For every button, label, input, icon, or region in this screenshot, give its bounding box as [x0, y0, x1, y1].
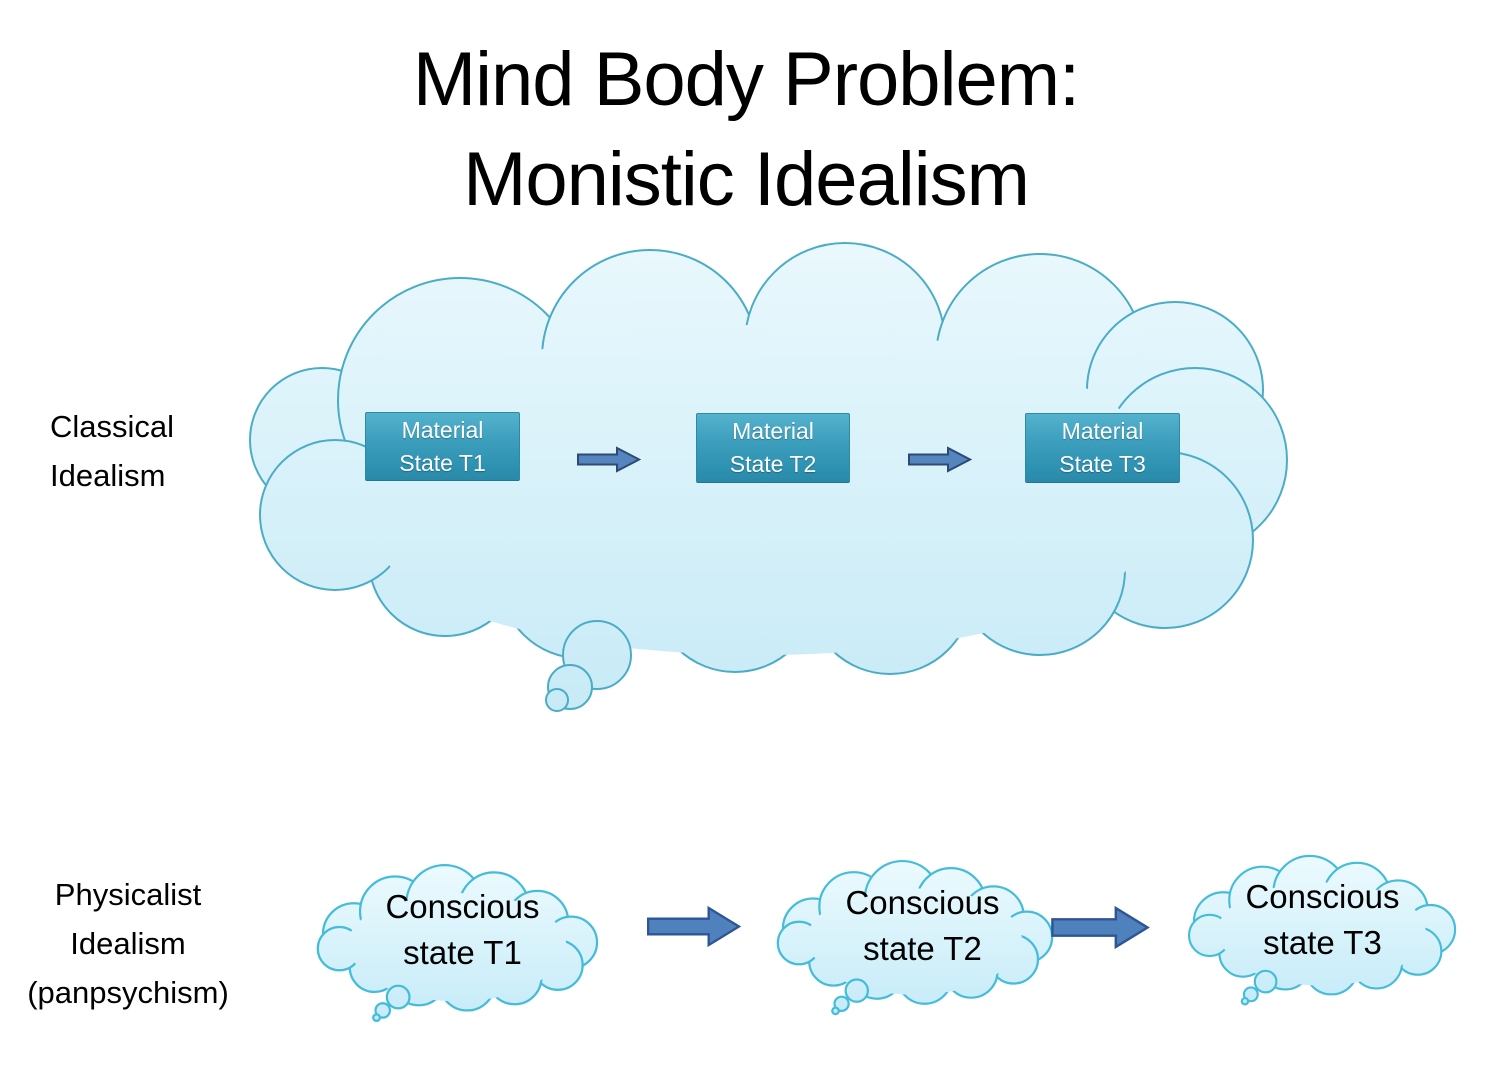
large-thought-cloud [249, 242, 1288, 712]
physicalist-label-line-1: Physicalist [54, 877, 202, 912]
classical-label-line-2: Idealism [50, 458, 166, 493]
conscious-t1-line-2: state T1 [403, 934, 522, 971]
conscious-state-t1-text: Conscious state T1 [330, 884, 595, 976]
title-line-2: Monistic Idealism [463, 137, 1030, 222]
material-t1-line-1: Material [401, 417, 484, 443]
arrow-right-icon [1044, 905, 1158, 950]
arrow-right-icon [647, 905, 742, 948]
material-state-t3-box: Material State T3 [1025, 413, 1180, 483]
physicalist-label-line-2: Idealism [70, 926, 186, 961]
material-t3-line-1: Material [1061, 418, 1144, 444]
conscious-t2-line-2: state T2 [863, 930, 982, 967]
conscious-state-t3-text: Conscious state T3 [1190, 874, 1455, 966]
physicalist-label-line-3: (panpsychism) [27, 975, 229, 1010]
physicalist-idealism-label: Physicalist Idealism (panpsychism) [8, 870, 248, 1017]
material-state-t2-box: Material State T2 [696, 413, 850, 483]
conscious-t1-line-1: Conscious [385, 888, 540, 925]
material-t2-line-1: Material [732, 418, 814, 444]
material-t2-line-2: State T2 [729, 451, 817, 477]
material-state-t1-box: Material State T1 [365, 412, 520, 481]
classical-label-line-1: Classical [50, 409, 175, 444]
conscious-t3-line-1: Conscious [1245, 878, 1400, 915]
arrow-right-icon [908, 446, 972, 473]
material-t3-line-2: State T3 [1059, 451, 1146, 477]
classical-idealism-label: Classical Idealism [50, 402, 174, 500]
conscious-t2-line-1: Conscious [845, 884, 1000, 921]
title-line-1: Mind Body Problem: [412, 37, 1080, 122]
conscious-state-t2-text: Conscious state T2 [790, 880, 1055, 972]
material-t1-line-2: State T1 [399, 450, 486, 476]
arrow-right-icon [577, 446, 641, 473]
slide-title: Mind Body Problem: Monistic Idealism [0, 30, 1492, 230]
conscious-t3-line-2: state T3 [1263, 924, 1382, 961]
